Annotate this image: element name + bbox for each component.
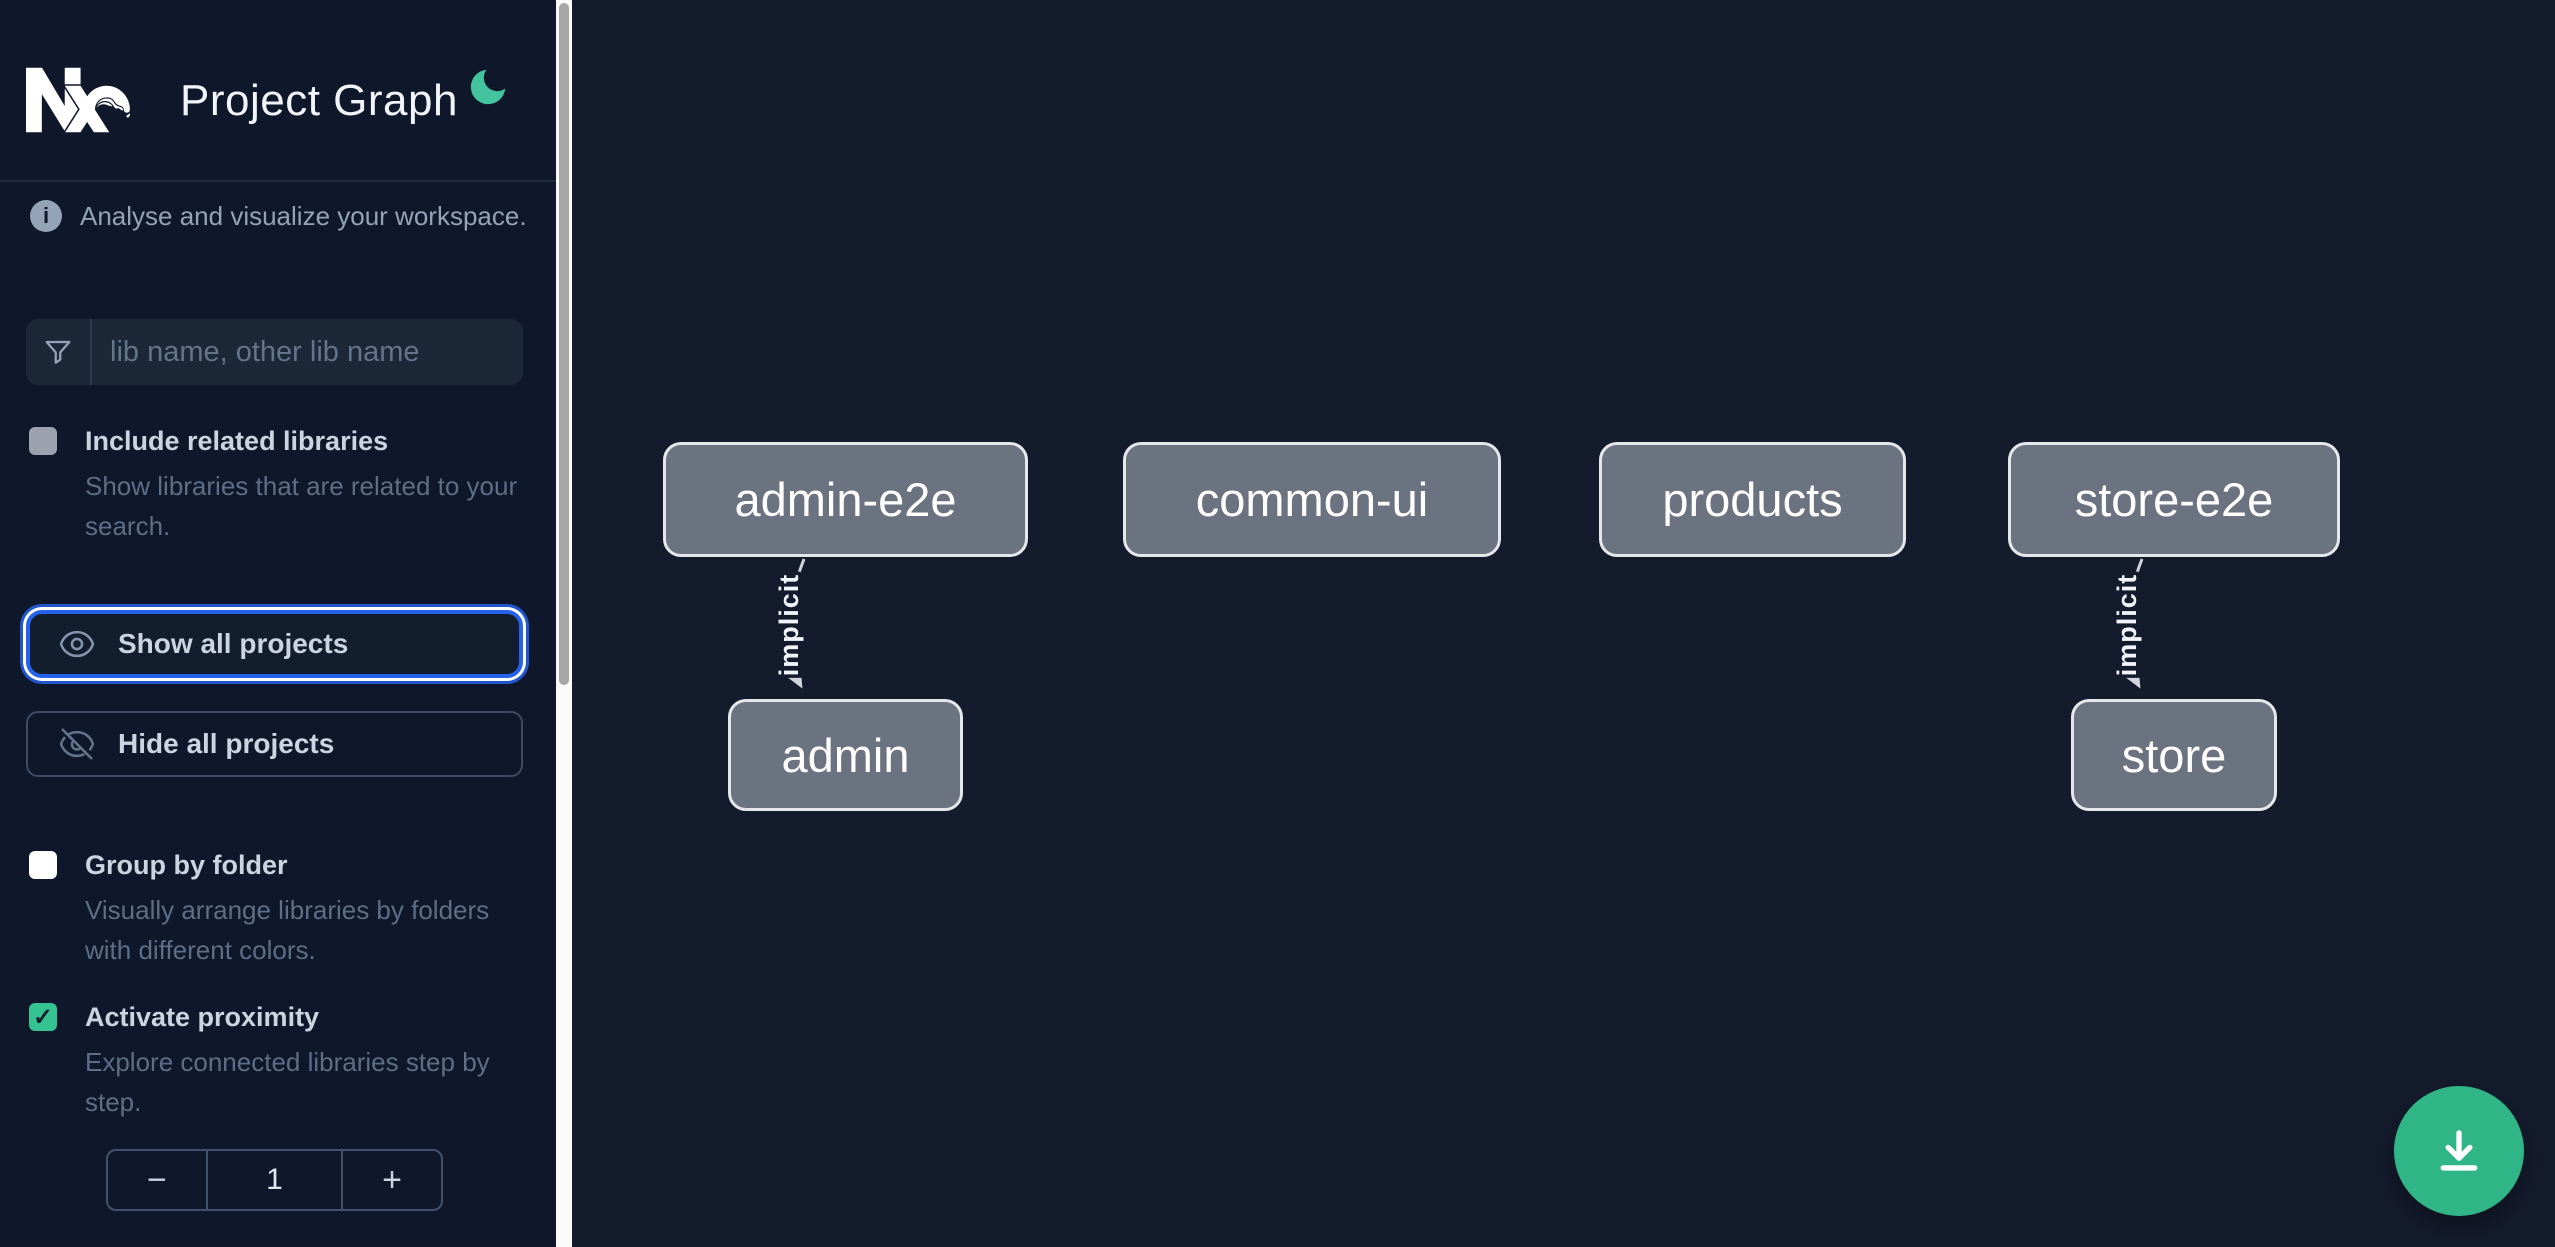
proximity-depth-value: 1 xyxy=(205,1151,344,1209)
page-title: Project Graph xyxy=(180,76,458,125)
filter-field xyxy=(26,319,523,385)
funnel-icon xyxy=(26,319,92,385)
graph-node-admin[interactable]: admin xyxy=(728,699,963,811)
show-all-projects-label: Show all projects xyxy=(118,628,349,659)
sidebar-scrollbar-thumb[interactable] xyxy=(559,3,569,685)
hide-all-projects-button[interactable]: Hide all projects xyxy=(26,711,523,777)
graph-node-store[interactable]: store xyxy=(2071,699,2277,811)
include-related-label: Include related libraries xyxy=(85,426,389,456)
download-icon xyxy=(2440,1130,2478,1171)
node-label: store-e2e xyxy=(2074,473,2274,526)
graph-node-products[interactable]: products xyxy=(1599,442,1906,557)
graph-node-store-e2e[interactable]: store-e2e xyxy=(2008,442,2340,557)
sidebar: Project Graph i Analyse and visualize yo… xyxy=(0,0,556,1247)
tagline-row: i Analyse and visualize your workspace. xyxy=(30,200,527,232)
eye-slash-icon xyxy=(59,728,95,760)
hide-all-projects-label: Hide all projects xyxy=(118,728,335,759)
group-by-folder-row: Group by folder Visually arrange librari… xyxy=(29,848,529,970)
node-label: admin-e2e xyxy=(734,473,957,526)
include-related-row: Include related libraries Show libraries… xyxy=(29,424,529,546)
header-divider xyxy=(0,180,556,182)
activate-proximity-label: Activate proximity xyxy=(85,1002,320,1032)
nx-logo-icon xyxy=(26,67,130,133)
download-graph-button[interactable] xyxy=(2394,1086,2524,1216)
include-related-checkbox[interactable] xyxy=(29,427,57,455)
node-label: products xyxy=(1662,473,1843,526)
group-by-folder-description: Visually arrange libraries by folders wi… xyxy=(85,895,490,965)
graph-node-common-ui[interactable]: common-ui xyxy=(1123,442,1501,557)
theme-toggle-button[interactable] xyxy=(462,62,514,114)
node-label: admin xyxy=(781,728,910,782)
moon-icon xyxy=(470,69,506,104)
decrement-button[interactable]: − xyxy=(108,1151,206,1209)
check-icon: ✓ xyxy=(32,1003,54,1031)
include-related-description: Show libraries that are related to your … xyxy=(85,471,518,541)
sidebar-scrollbar-track xyxy=(556,0,572,1247)
sidebar-header: Project Graph xyxy=(0,0,556,182)
group-by-folder-label: Group by folder xyxy=(85,850,288,880)
activate-proximity-row: ✓ Activate proximity Explore connected l… xyxy=(29,1000,529,1122)
filter-input[interactable] xyxy=(92,319,523,385)
proximity-depth-stepper: − 1 + xyxy=(106,1149,443,1211)
graph-node-admin-e2e[interactable]: admin-e2e xyxy=(663,442,1028,557)
activate-proximity-checkbox[interactable]: ✓ xyxy=(29,1003,57,1031)
node-label: store xyxy=(2121,728,2227,782)
activate-proximity-description: Explore connected libraries step by step… xyxy=(85,1047,490,1117)
node-label: common-ui xyxy=(1195,473,1429,526)
group-by-folder-checkbox[interactable] xyxy=(29,851,57,879)
show-all-projects-button[interactable]: Show all projects xyxy=(26,610,523,678)
eye-icon xyxy=(59,630,95,658)
info-icon: i xyxy=(30,200,62,232)
tagline-text: Analyse and visualize your workspace. xyxy=(80,200,527,231)
increment-button[interactable]: + xyxy=(343,1151,441,1209)
graph-canvas[interactable] xyxy=(572,0,2555,1247)
